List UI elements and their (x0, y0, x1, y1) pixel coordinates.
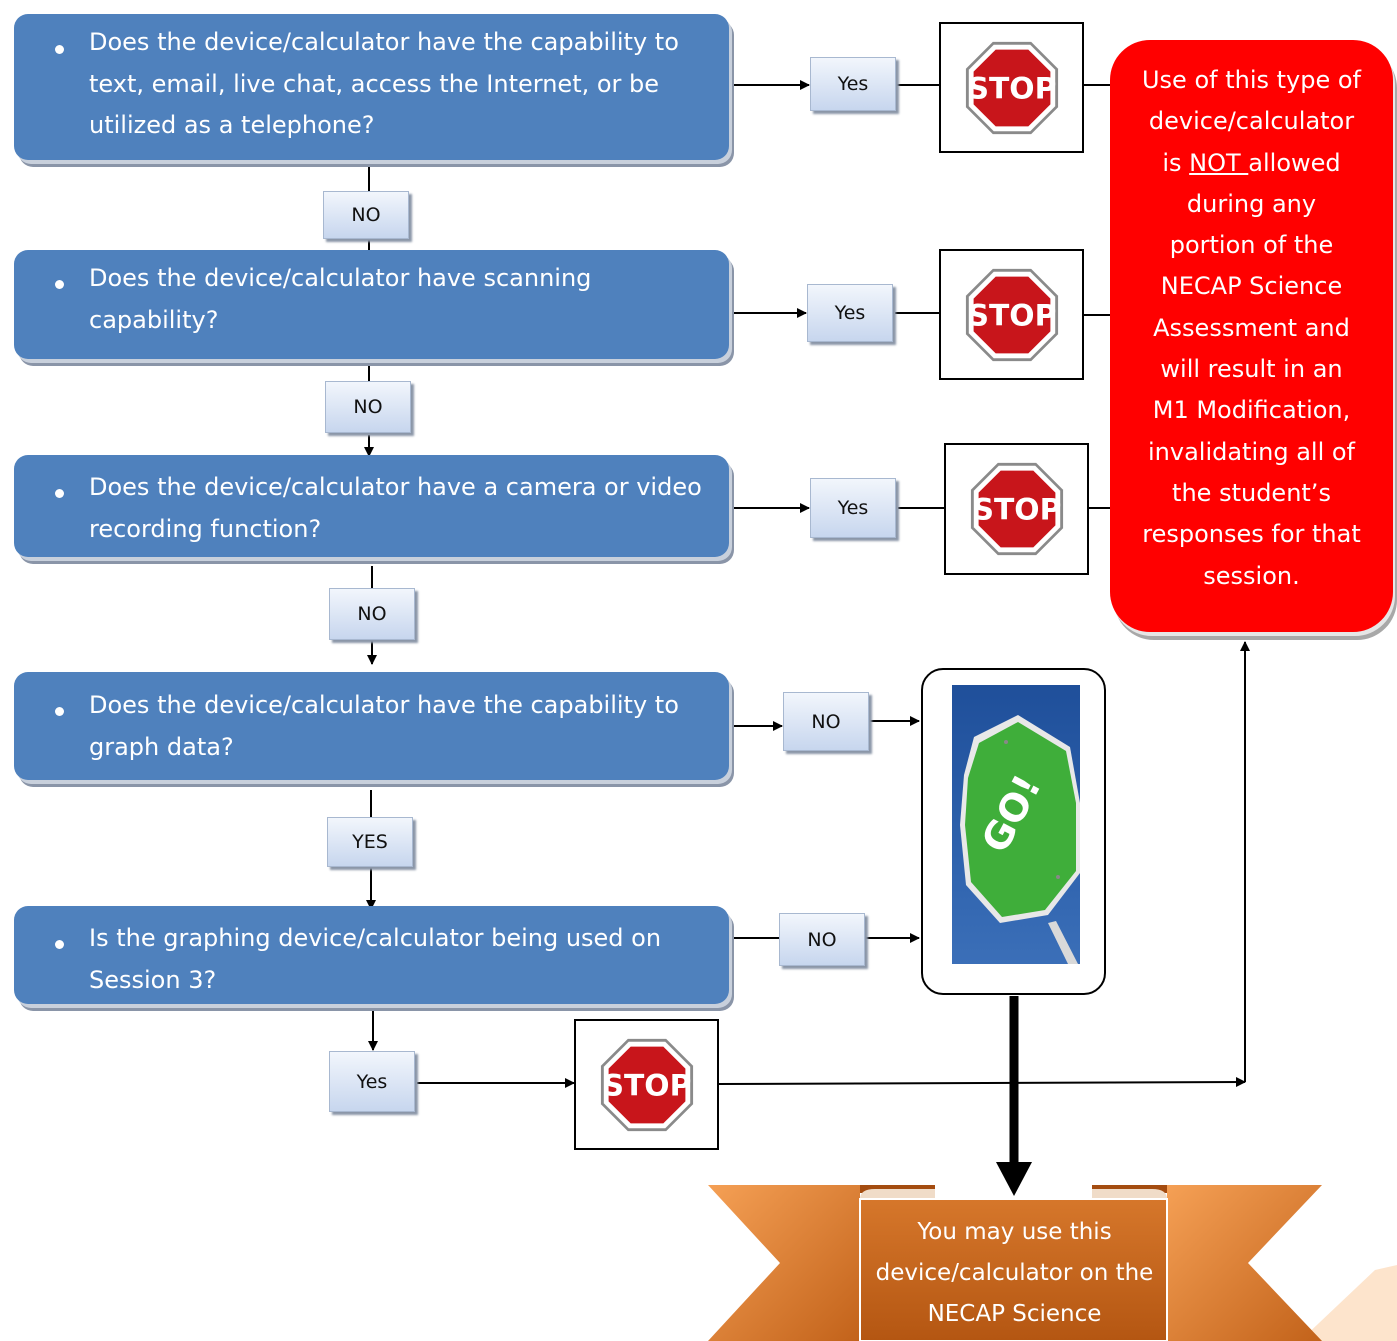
stop-sign-icon: STOP (965, 41, 1058, 134)
question-5-text: Is the graphing device/calculator being … (89, 924, 662, 994)
q2-no-label: NO (325, 381, 411, 433)
banner-line: NECAP Science (927, 1301, 1102, 1327)
bullet-icon (55, 489, 64, 498)
q4-no-label: NO (783, 692, 869, 751)
stop-sign-3: STOP (944, 443, 1089, 575)
stop-sign-icon: STOP (965, 268, 1058, 361)
bullet-icon (55, 280, 64, 289)
q2-yes-label: Yes (807, 284, 893, 342)
go-sign-frame: GO! (921, 668, 1106, 995)
question-2-box: Does the device/calculator have scanning… (14, 250, 729, 359)
result-line: Assessment and (1153, 313, 1350, 342)
q1-no-label: NO (323, 191, 409, 239)
not-underlined: NOT (1189, 148, 1249, 177)
question-1-text: Does the device/calculator have the capa… (89, 28, 679, 139)
result-line: portion of the (1169, 231, 1334, 260)
banner-line: device/calculator on the (875, 1260, 1154, 1286)
banner-text: You may use this device/calculator on th… (862, 1212, 1167, 1335)
svg-text:STOP: STOP (602, 1068, 691, 1103)
ribbon-banner (708, 1185, 1397, 1341)
bullet-icon (55, 45, 64, 54)
result-line: NECAP Science (1160, 272, 1343, 301)
q5-yes-label: Yes (329, 1051, 415, 1112)
result-line: will result in an (1160, 355, 1343, 384)
svg-text:STOP: STOP (967, 71, 1056, 106)
q4-yes-label: YES (327, 817, 413, 867)
question-5-box: Is the graphing device/calculator being … (14, 906, 729, 1004)
svg-text:STOP: STOP (972, 493, 1061, 528)
go-sign-icon: GO! (952, 685, 1080, 964)
svg-text:STOP: STOP (967, 298, 1056, 333)
result-line: during any (1186, 189, 1317, 218)
question-4-box: Does the device/calculator have the capa… (14, 672, 729, 780)
not-allowed-result-box: Use of this type of device/calculator is… (1110, 40, 1393, 632)
q3-yes-label: Yes (810, 478, 896, 538)
q3-no-label: NO (329, 588, 415, 640)
stop-sign-1: STOP (939, 22, 1084, 153)
question-1-box: Does the device/calculator have the capa… (14, 14, 729, 160)
result-line: M1 Modification, (1152, 396, 1351, 425)
stop-sign-4: STOP (574, 1019, 719, 1150)
bullet-icon (55, 940, 64, 949)
result-line: responses for that (1142, 520, 1361, 549)
stop-sign-icon: STOP (600, 1038, 693, 1131)
stop-sign-icon: STOP (970, 462, 1063, 556)
result-line: invalidating all of (1147, 437, 1356, 466)
question-2-text: Does the device/calculator have scanning… (89, 264, 592, 334)
result-line: session. (1203, 561, 1300, 590)
result-line: device/calculator (1148, 107, 1355, 136)
question-3-text: Does the device/calculator have a camera… (89, 473, 702, 543)
question-3-box: Does the device/calculator have a camera… (14, 455, 729, 557)
result-line-not: is NOT allowed (1162, 148, 1341, 177)
banner-line: You may use this (917, 1219, 1112, 1245)
q5-no-label: NO (779, 913, 865, 966)
result-line: Use of this type of (1141, 66, 1362, 94)
result-line: the student’s (1172, 478, 1331, 507)
bullet-icon (55, 707, 64, 716)
q1-yes-label: Yes (810, 57, 896, 111)
stop-sign-2: STOP (939, 249, 1084, 380)
question-4-text: Does the device/calculator have the capa… (89, 691, 679, 761)
